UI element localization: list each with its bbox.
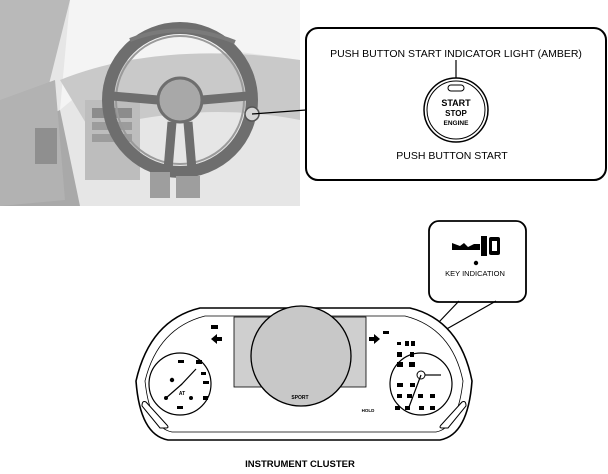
headlight-icon	[211, 325, 218, 329]
start-button-leader	[251, 109, 307, 115]
instrument-cluster-caption: INSTRUMENT CLUSTER	[245, 459, 355, 470]
button-text-line-1: START	[441, 98, 471, 108]
sport-mode-label: SPORT	[291, 395, 308, 401]
gear-position-label: AT	[179, 391, 185, 397]
left-lower-slot	[141, 401, 169, 429]
right-gauge	[389, 352, 453, 416]
indicator-light-label: PUSH BUTTON START INDICATOR LIGHT (AMBER…	[330, 48, 582, 60]
right-warning-symbols	[395, 341, 435, 410]
left-warning-symbols	[164, 360, 209, 409]
push-button-start: START STOP ENGINE	[423, 77, 489, 143]
key-indication-caption: KEY INDICATION	[445, 269, 505, 278]
push-button-start-caption: PUSH BUTTON START	[396, 150, 508, 162]
instrument-cluster: SPORT AT	[135, 305, 473, 441]
hold-label: HOLD	[362, 408, 375, 413]
left-gauge	[148, 352, 212, 416]
key-indication-icon	[452, 236, 500, 266]
right-lower-slot	[439, 401, 467, 429]
speedometer-dial	[250, 305, 352, 407]
right-turn-arrow-icon	[369, 334, 380, 344]
left-turn-arrow-icon	[211, 334, 222, 344]
button-text-line-3: ENGINE	[444, 120, 470, 127]
button-text-line-2: STOP	[445, 109, 467, 118]
amber-indicator-light	[447, 84, 465, 92]
position-light-icon	[383, 331, 389, 334]
cockpit-photo	[0, 0, 300, 206]
